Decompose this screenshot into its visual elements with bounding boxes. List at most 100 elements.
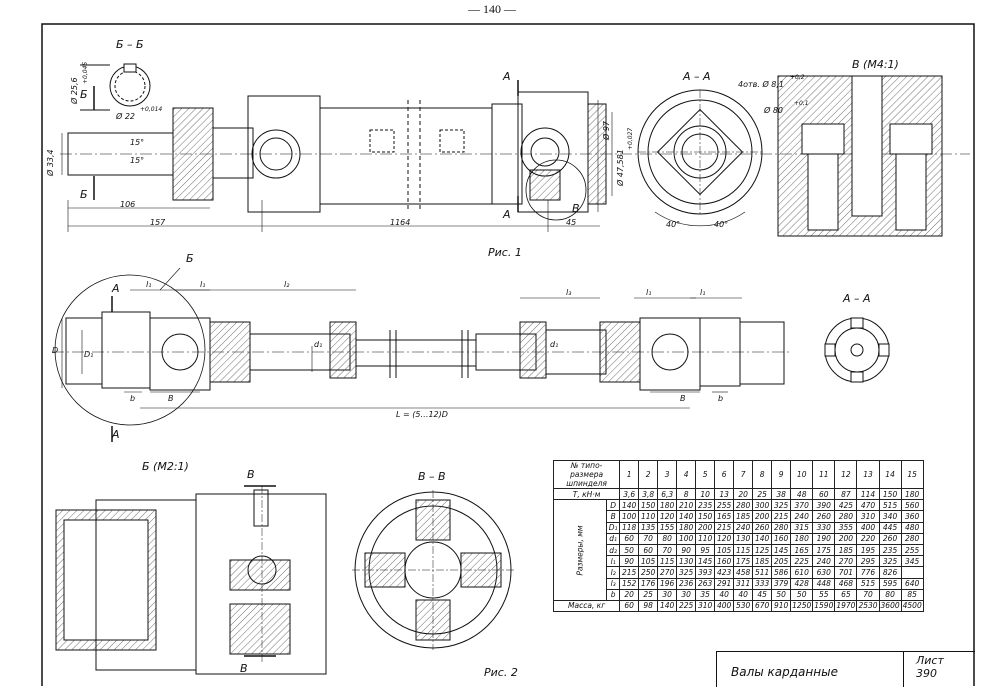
table-value-cell: 80 xyxy=(878,588,902,601)
table-value-cell: 65 xyxy=(834,588,858,601)
table-value-cell: 40 xyxy=(714,588,735,601)
dim-97: Ø 97 xyxy=(602,120,611,140)
table-size-cell: 1 xyxy=(619,460,640,489)
fig1-section-bb xyxy=(80,63,151,111)
table-value-cell: 280 xyxy=(900,532,924,545)
table-size-cell: 14 xyxy=(878,460,902,489)
fig1-callout-v: В xyxy=(572,202,580,215)
table-value-cell: 145 xyxy=(771,543,792,557)
dim-47: Ø 47,581 xyxy=(616,149,625,186)
table-value-cell: 25 xyxy=(638,588,659,601)
dim-45: 45 xyxy=(566,218,577,227)
fig2-cut-a-top: А xyxy=(112,282,120,295)
fig2-section-aa xyxy=(824,317,890,383)
table-torque-cell: 6,3 xyxy=(657,487,678,501)
table-mass-cell: 140 xyxy=(657,599,678,613)
table-value-cell: 185 xyxy=(733,510,754,523)
dim-1164: 1164 xyxy=(390,218,411,227)
table-row-name: D xyxy=(606,499,621,512)
fig2-cut-v-bottom: В xyxy=(240,662,248,675)
table-mass-cell: 1970 xyxy=(834,599,858,613)
table-value-cell: 215 xyxy=(771,510,792,523)
table-mass-cell: 670 xyxy=(752,599,773,613)
table-value-cell: 105 xyxy=(638,555,659,568)
table-value-cell: 205 xyxy=(771,555,792,568)
table-value-cell: 379 xyxy=(771,577,792,590)
table-value-cell: 630 xyxy=(812,566,836,579)
dim-angle-bottom: 15° xyxy=(130,156,145,165)
table-value-cell: 180 xyxy=(790,532,814,545)
table-torque-cell: 114 xyxy=(856,487,880,501)
table-value-cell: 295 xyxy=(856,555,880,568)
table-size-cell: 7 xyxy=(733,460,754,489)
table-value-cell: 176 xyxy=(638,577,659,590)
table-value-cell: 196 xyxy=(657,577,678,590)
table-value-cell: 515 xyxy=(856,577,880,590)
table-value-cell: 175 xyxy=(733,555,754,568)
fig2-caption: Рис. 2 xyxy=(484,666,518,679)
table-torque-cell: 8 xyxy=(676,487,697,501)
table-value-cell: 30 xyxy=(676,588,697,601)
label-l1-right-a: l₁ xyxy=(646,288,652,297)
table-torque-cell: 87 xyxy=(834,487,858,501)
table-mass-cell: 400 xyxy=(714,599,735,613)
label-l1-right-b: l₁ xyxy=(700,288,706,297)
label-D: D xyxy=(52,346,59,355)
table-row-name: D₁ xyxy=(606,521,621,534)
fig1-cut-a-top: А xyxy=(503,70,511,83)
table-value-cell: 55 xyxy=(812,588,836,601)
table-value-cell: 586 xyxy=(771,566,792,579)
table-value-cell: 325 xyxy=(771,499,792,512)
table-mass-cell: 2530 xyxy=(856,599,880,613)
table-value-cell: 826 xyxy=(878,566,902,579)
fig1-dimension-lines xyxy=(61,80,613,232)
table-value-cell: 480 xyxy=(900,521,924,534)
table-value-cell: 236 xyxy=(676,577,697,590)
table-value-cell: 470 xyxy=(856,499,880,512)
table-value-cell: 360 xyxy=(900,510,924,523)
table-value-cell: 50 xyxy=(790,588,814,601)
table-torque-cell: 3,6 xyxy=(619,487,640,501)
table-mass-cell: 910 xyxy=(771,599,792,613)
table-value-cell: 180 xyxy=(676,521,697,534)
table-value-cell: 250 xyxy=(638,566,659,579)
label-d1-right: d₁ xyxy=(550,340,559,349)
table-value-cell: 340 xyxy=(878,510,902,523)
table-size-cell: 5 xyxy=(695,460,716,489)
fig2-section-aa-title: А – А xyxy=(843,292,871,305)
table-value-cell: 100 xyxy=(619,510,640,523)
table-value-cell: 210 xyxy=(676,499,697,512)
table-value-cell: 20 xyxy=(619,588,640,601)
table-value-cell: 260 xyxy=(752,521,773,534)
table-mass-cell: 310 xyxy=(695,599,716,613)
table-mass-cell: 3600 xyxy=(878,599,902,613)
table-value-cell: 425 xyxy=(834,499,858,512)
fig2-section-vv-title: В – В xyxy=(418,470,446,483)
dim-holes: 4отв. Ø 8,1 xyxy=(738,80,785,89)
table-mass-cell: 98 xyxy=(638,599,659,613)
table-size-cell: 12 xyxy=(834,460,858,489)
table-size-cell: 15 xyxy=(900,460,924,489)
table-row-name: b xyxy=(606,588,621,601)
table-value-cell: 270 xyxy=(834,555,858,568)
table-value-cell: 325 xyxy=(878,555,902,568)
label-l3: l₃ xyxy=(566,288,572,297)
table-value-cell: 776 xyxy=(856,566,880,579)
table-value-cell: 445 xyxy=(878,521,902,534)
table-mass-cell: 1250 xyxy=(790,599,814,613)
table-mass-cell: 4500 xyxy=(900,599,924,613)
table-value-cell: 105 xyxy=(714,543,735,557)
table-value-cell: 185 xyxy=(752,555,773,568)
table-value-cell: 215 xyxy=(714,521,735,534)
fig1-section-aa xyxy=(637,89,763,227)
table-value-cell: 311 xyxy=(733,577,754,590)
dim-80-tol: +0,1 xyxy=(794,100,809,107)
label-l1-left-b: l₁ xyxy=(200,280,206,289)
dim-key-tol: +0,014 xyxy=(140,106,163,113)
title-name: Валы карданные xyxy=(731,665,838,679)
table-value-cell: 120 xyxy=(657,510,678,523)
table-value-cell: 60 xyxy=(638,543,659,557)
table-value-cell: 640 xyxy=(900,577,924,590)
sheet-number: 390 xyxy=(916,667,937,680)
